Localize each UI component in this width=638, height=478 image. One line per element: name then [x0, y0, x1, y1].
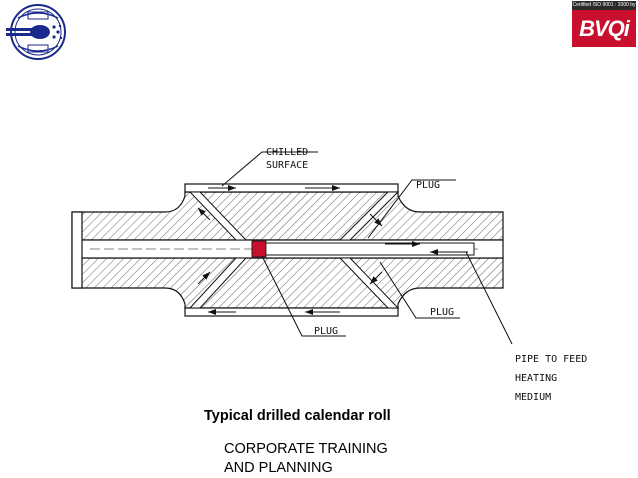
feed-pipe	[251, 242, 475, 256]
flow-arrows	[197, 185, 468, 315]
chilled-surface-label-line2: SURFACE	[266, 160, 308, 171]
roll-upper-body	[71, 191, 504, 241]
pipe-label-line2: HEATING	[515, 373, 557, 384]
plug-marker-red	[251, 240, 267, 258]
top-peripheral-channel	[184, 183, 399, 193]
pipe-label-line1: PIPE TO FEED	[515, 354, 587, 365]
plug-label-bottom-right: PLUG	[430, 307, 454, 318]
footer-line2: AND PLANNING	[224, 460, 333, 476]
footer-text: CORPORATE TRAINING AND PLANNING	[224, 440, 388, 478]
certification-logo: Certified ISO 9001 : 2000 by BVQi	[572, 1, 636, 47]
plug-label-top: PLUG	[416, 180, 440, 191]
left-end-flange	[71, 211, 83, 289]
pipe-label-line3: MEDIUM	[515, 392, 551, 403]
certification-mark: BVQi	[579, 16, 630, 41]
figure-caption: Typical drilled calendar roll	[204, 408, 391, 424]
company-logo	[2, 2, 72, 62]
footer-line1: CORPORATE TRAINING	[224, 441, 388, 457]
leader-lines	[221, 151, 513, 345]
drilled-passages	[188, 191, 400, 309]
certification-text: Certified ISO 9001 : 2000 by	[572, 1, 636, 10]
plug-label-bottom-center: PLUG	[314, 326, 338, 337]
chilled-surface-label-line1: CHILLED	[266, 147, 308, 158]
roll-lower-body	[71, 257, 504, 309]
gear-emblem-icon	[6, 4, 66, 60]
